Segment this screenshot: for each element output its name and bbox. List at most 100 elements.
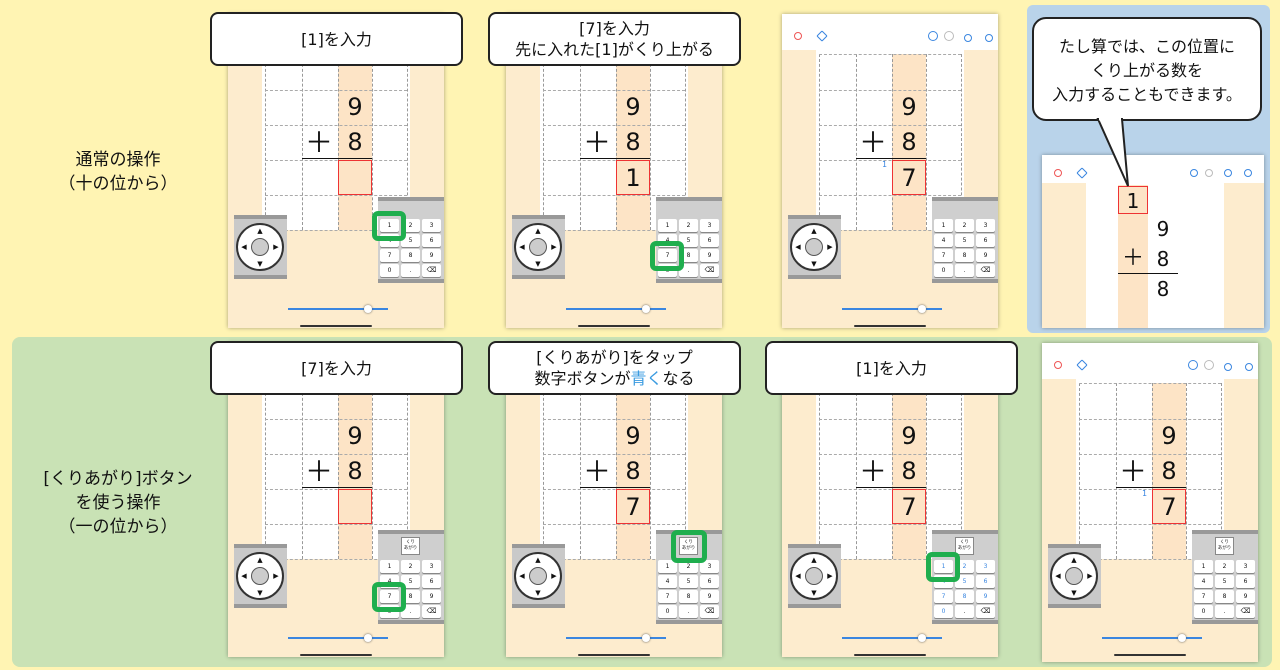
backspace-icon[interactable]: ⌫ — [700, 605, 719, 618]
key-9[interactable]: 9 — [700, 590, 719, 603]
dpad-center[interactable] — [805, 238, 823, 256]
arrow-down-icon[interactable]: ▼ — [535, 589, 541, 597]
answer-cell[interactable]: 1 — [616, 160, 650, 195]
key-0[interactable]: 0 — [934, 264, 953, 277]
back-icon[interactable] — [794, 32, 802, 40]
answer-cell[interactable]: 7 — [1152, 489, 1186, 524]
key-3[interactable]: 3 — [700, 219, 719, 232]
key-decimal[interactable]: . — [401, 605, 420, 618]
dpad-center[interactable] — [1065, 567, 1083, 585]
redo-icon[interactable] — [1205, 169, 1213, 177]
key-2[interactable]: 2 — [955, 219, 974, 232]
key-1[interactable]: 1 — [934, 560, 953, 573]
key-decimal[interactable]: . — [1215, 605, 1234, 618]
arrow-up-icon[interactable]: ▲ — [257, 227, 263, 235]
zoom-settings-icon[interactable] — [1224, 363, 1232, 371]
arrow-down-icon[interactable]: ▼ — [257, 589, 263, 597]
key-9[interactable]: 9 — [976, 249, 995, 262]
arrow-right-icon[interactable]: ▶ — [551, 572, 557, 580]
reset-icon[interactable] — [1076, 167, 1088, 179]
backspace-icon[interactable]: ⌫ — [1236, 605, 1255, 618]
slider-handle[interactable] — [918, 634, 926, 642]
key-1[interactable]: 1 — [934, 219, 953, 232]
key-7[interactable]: 7 — [658, 249, 677, 262]
zoom-slider[interactable] — [1102, 634, 1202, 642]
carry-button[interactable]: くりあがり — [955, 537, 974, 555]
key-9[interactable]: 9 — [422, 590, 441, 603]
key-5[interactable]: 5 — [401, 234, 420, 247]
dpad-center[interactable] — [251, 238, 269, 256]
arrow-down-icon[interactable]: ▼ — [1071, 589, 1077, 597]
dpad-center[interactable] — [529, 238, 547, 256]
carry-button[interactable]: くりあがり — [401, 537, 420, 555]
key-3[interactable]: 3 — [422, 219, 441, 232]
key-9[interactable]: 9 — [700, 249, 719, 262]
zoom-slider[interactable] — [566, 634, 666, 642]
key-1[interactable]: 1 — [380, 560, 399, 573]
arrow-left-icon[interactable]: ◀ — [241, 243, 247, 251]
answer-cell[interactable]: 7 — [892, 489, 926, 524]
slider-handle[interactable] — [1178, 634, 1186, 642]
key-decimal[interactable]: . — [679, 264, 698, 277]
zoom-settings-icon[interactable] — [1224, 169, 1232, 177]
undo-icon[interactable] — [928, 31, 938, 41]
key-3[interactable]: 3 — [422, 560, 441, 573]
key-7[interactable]: 7 — [934, 590, 953, 603]
key-7[interactable]: 7 — [380, 590, 399, 603]
arrow-down-icon[interactable]: ▼ — [811, 260, 817, 268]
key-2[interactable]: 2 — [679, 219, 698, 232]
backspace-icon[interactable]: ⌫ — [976, 264, 995, 277]
key-9[interactable]: 9 — [1236, 590, 1255, 603]
zoom-icon[interactable] — [1245, 363, 1253, 371]
arrow-right-icon[interactable]: ▶ — [1087, 572, 1093, 580]
direction-pad[interactable]: ▲ ▼ ◀ ▶ — [234, 544, 287, 608]
arrow-up-icon[interactable]: ▲ — [535, 227, 541, 235]
key-8[interactable]: 8 — [955, 590, 974, 603]
direction-pad[interactable]: ▲ ▼ ◀ ▶ — [1048, 544, 1101, 608]
slider-handle[interactable] — [364, 305, 372, 313]
arrow-left-icon[interactable]: ◀ — [1055, 572, 1061, 580]
key-3[interactable]: 3 — [976, 219, 995, 232]
arrow-up-icon[interactable]: ▲ — [811, 556, 817, 564]
key-8[interactable]: 8 — [955, 249, 974, 262]
reset-icon[interactable] — [1076, 359, 1088, 371]
key-6[interactable]: 6 — [1236, 575, 1255, 588]
zoom-slider[interactable] — [288, 634, 388, 642]
answer-cell[interactable] — [338, 489, 372, 524]
slider-handle[interactable] — [364, 634, 372, 642]
key-6[interactable]: 6 — [422, 234, 441, 247]
backspace-icon[interactable]: ⌫ — [976, 605, 995, 618]
key-decimal[interactable]: . — [679, 605, 698, 618]
arrow-down-icon[interactable]: ▼ — [811, 589, 817, 597]
zoom-slider[interactable] — [842, 305, 942, 313]
slider-handle[interactable] — [642, 305, 650, 313]
key-4[interactable]: 4 — [658, 575, 677, 588]
key-8[interactable]: 8 — [401, 249, 420, 262]
key-5[interactable]: 5 — [679, 575, 698, 588]
zoom-icon[interactable] — [985, 34, 993, 42]
key-6[interactable]: 6 — [422, 575, 441, 588]
key-decimal[interactable]: . — [401, 264, 420, 277]
back-icon[interactable] — [1054, 361, 1062, 369]
answer-cell[interactable]: 7 — [892, 160, 926, 195]
key-8[interactable]: 8 — [679, 590, 698, 603]
zoom-slider[interactable] — [566, 305, 666, 313]
key-0[interactable]: 0 — [658, 605, 677, 618]
direction-pad[interactable]: ▲ ▼ ◀ ▶ — [512, 544, 565, 608]
key-0[interactable]: 0 — [934, 605, 953, 618]
reset-icon[interactable] — [816, 30, 828, 42]
redo-icon[interactable] — [1204, 360, 1214, 370]
direction-pad[interactable]: ▲ ▼ ◀ ▶ — [234, 215, 287, 279]
carry-button[interactable]: くりあがり — [1215, 537, 1234, 555]
key-4[interactable]: 4 — [1194, 575, 1213, 588]
key-6[interactable]: 6 — [700, 575, 719, 588]
dpad-center[interactable] — [251, 567, 269, 585]
slider-handle[interactable] — [918, 305, 926, 313]
zoom-settings-icon[interactable] — [964, 34, 972, 42]
backspace-icon[interactable]: ⌫ — [422, 264, 441, 277]
key-2[interactable]: 2 — [401, 560, 420, 573]
key-3[interactable]: 3 — [700, 560, 719, 573]
key-7[interactable]: 7 — [1194, 590, 1213, 603]
key-1[interactable]: 1 — [658, 560, 677, 573]
arrow-right-icon[interactable]: ▶ — [273, 572, 279, 580]
